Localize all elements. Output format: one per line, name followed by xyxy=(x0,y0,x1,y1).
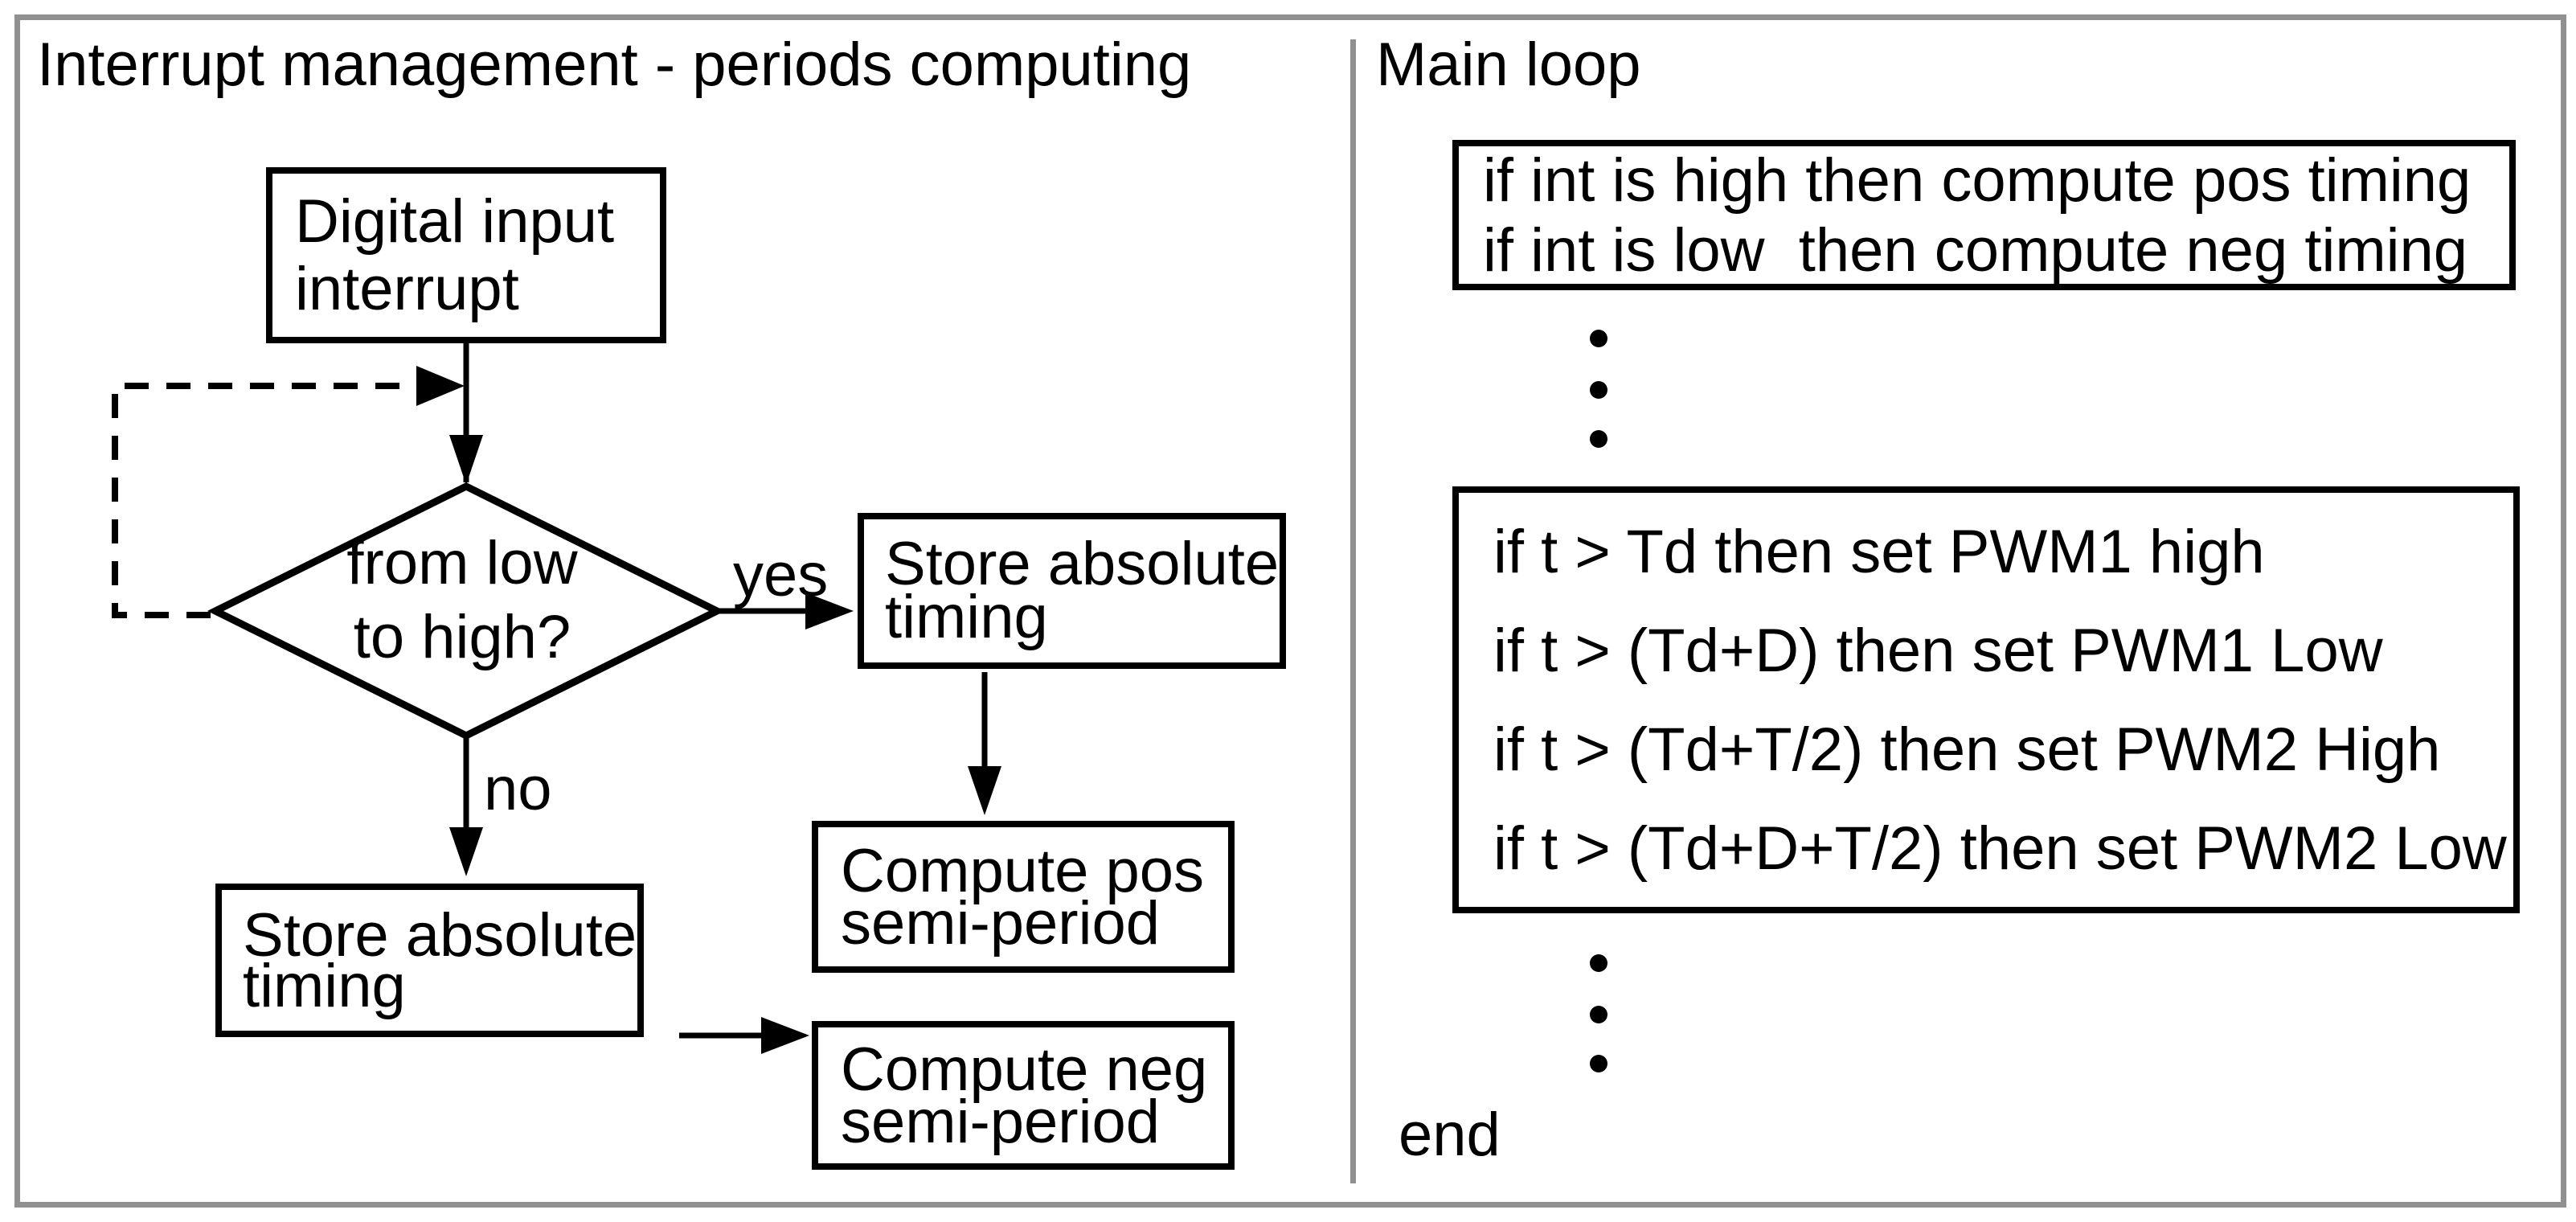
node-store-absolute-timing-neg: Store absolute timing xyxy=(215,884,644,1037)
code-box2-line1: if t > Td then set PWM1 high xyxy=(1493,517,2265,586)
ellipsis-dot xyxy=(1590,381,1607,399)
outer-frame xyxy=(14,14,2566,1208)
node-compute-pos-line2: semi-period xyxy=(841,888,1161,958)
arrowhead-store-to-compute-neg xyxy=(761,1017,809,1054)
arrowhead-no xyxy=(449,827,483,876)
code-box2-line2: if t > (Td+D) then set PWM1 Low xyxy=(1493,616,2383,685)
ellipsis-dot xyxy=(1590,430,1607,448)
node-digital-input-interrupt: Digital input interrupt xyxy=(266,167,666,343)
node-compute-neg-line2: semi-period xyxy=(841,1087,1161,1156)
node-store-absolute-timing-pos: Store absolute timing xyxy=(858,513,1286,669)
node-compute-neg-semi-period: Compute neg semi-period xyxy=(812,1021,1235,1170)
label-no: no xyxy=(484,755,552,823)
code-box1-line2: if int is low then compute neg timing xyxy=(1483,215,2468,285)
node-digital-input-line1: Digital input xyxy=(295,187,615,256)
node-compute-neg-line1: Compute neg xyxy=(841,1035,1208,1104)
label-end: end xyxy=(1399,1101,1501,1169)
node-store-no-line1: Store absolute xyxy=(243,900,637,970)
ellipsis-dot xyxy=(1590,330,1607,347)
panel-divider-line xyxy=(1350,39,1356,1183)
ellipsis-dot xyxy=(1590,1006,1607,1023)
node-compute-pos-line1: Compute pos xyxy=(841,836,1205,905)
ellipsis-dot xyxy=(1590,954,1607,972)
node-digital-input-line2: interrupt xyxy=(295,254,519,323)
node-store-no-line2: timing xyxy=(243,951,406,1020)
node-store-yes-line2: timing xyxy=(885,583,1048,651)
decision-diamond-shape xyxy=(207,482,726,740)
decision-diamond-text: from low to high? xyxy=(305,527,619,675)
code-box-interrupt-timing: if int is high then compute pos timing i… xyxy=(1452,140,2516,290)
node-store-yes-line1: Store absolute xyxy=(885,530,1280,598)
code-box1-line1: if int is high then compute pos timing xyxy=(1483,146,2472,215)
decision-line1: from low xyxy=(346,529,578,597)
code-box2-line3: if t > (Td+T/2) then set PWM2 High xyxy=(1493,715,2441,784)
code-box-pwm-conditions: if t > Td then set PWM1 high if t > (Td+… xyxy=(1452,486,2520,913)
code-box2-line4: if t > (Td+D+T/2) then set PWM2 Low xyxy=(1493,814,2507,883)
decision-line2: to high? xyxy=(353,603,571,671)
label-yes: yes xyxy=(733,541,829,609)
right-panel-title: Main loop xyxy=(1376,31,1641,99)
ellipsis-dot xyxy=(1590,1055,1607,1072)
arrowhead-store-to-compute-pos xyxy=(968,766,1001,815)
node-compute-pos-semi-period: Compute pos semi-period xyxy=(812,821,1235,973)
dashed-loopback-line xyxy=(112,383,418,618)
arrowhead-yes xyxy=(805,593,854,629)
left-panel-title: Interrupt management - periods computing xyxy=(37,31,1192,99)
arrowhead-dashed-loopback xyxy=(416,366,465,406)
arrowhead-input-to-decision xyxy=(449,435,483,485)
